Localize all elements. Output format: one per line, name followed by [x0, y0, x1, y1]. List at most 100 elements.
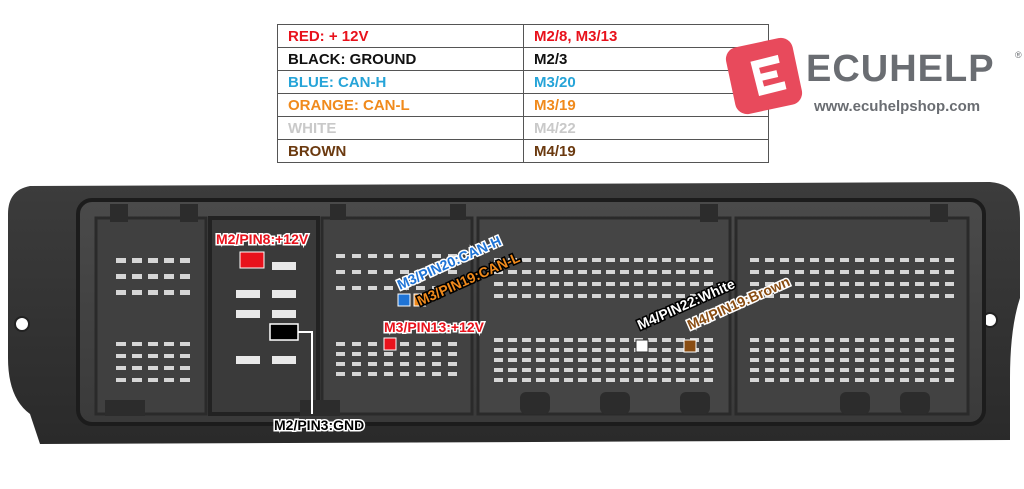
pin-cavity — [448, 286, 457, 290]
pin-cavity — [416, 372, 425, 376]
pin-cavity — [765, 270, 774, 274]
pin-cavity — [180, 354, 190, 358]
pin-cavity — [400, 342, 409, 346]
pin-cavity — [564, 368, 573, 372]
logo-registered-mark: ® — [1015, 50, 1022, 60]
pin-cavity — [164, 354, 174, 358]
pin-cavity — [648, 294, 657, 298]
pin-cavity — [180, 290, 190, 295]
pin-cavity — [508, 368, 517, 372]
pin-cavity — [606, 358, 615, 362]
pin-cavity — [795, 338, 804, 342]
pin-cavity — [368, 254, 377, 258]
pin-cavity — [930, 358, 939, 362]
pin-cavity — [780, 358, 789, 362]
pin-cavity — [634, 258, 643, 262]
pin-cavity — [825, 348, 834, 352]
pin-cavity — [795, 348, 804, 352]
pin-cavity — [825, 282, 834, 286]
pin-cavity — [536, 358, 545, 362]
pin-cavity — [352, 270, 361, 274]
pin-cavity — [620, 368, 629, 372]
pin-cavity — [825, 258, 834, 262]
pin-cavity — [522, 358, 531, 362]
pin-cavity — [750, 258, 759, 262]
pin-cavity — [690, 294, 699, 298]
pin-cavity — [690, 258, 699, 262]
pin-cavity — [704, 258, 713, 262]
pin-cavity — [522, 348, 531, 352]
pin-cavity — [810, 358, 819, 362]
logo-website-text: www.ecuhelpshop.com — [814, 98, 981, 115]
pin-cavity — [132, 354, 142, 358]
pin-cavity — [840, 368, 849, 372]
pin-cavity — [945, 358, 954, 362]
pin-cavity — [930, 368, 939, 372]
pin-cavity — [400, 372, 409, 376]
wire-color-cell: BLACK: GROUND — [277, 47, 524, 71]
pin-cavity — [945, 282, 954, 286]
pin-cavity — [606, 368, 615, 372]
pin-cavity — [870, 348, 879, 352]
pin-cavity — [810, 270, 819, 274]
pin-cavity — [336, 254, 345, 258]
pin-cavity — [536, 368, 545, 372]
pin-cavity-grid — [116, 254, 954, 382]
pin-cavity — [704, 358, 713, 362]
pin-cavity — [550, 282, 559, 286]
pin-cavity — [578, 270, 587, 274]
pin-cavity — [810, 258, 819, 262]
pin-cavity — [900, 282, 909, 286]
pin-cavity — [148, 366, 158, 370]
pin-cavity — [870, 358, 879, 362]
pin-cavity — [508, 294, 517, 298]
pin-cavity — [915, 282, 924, 286]
pin-cavity — [885, 368, 894, 372]
pin-cavity — [825, 294, 834, 298]
pin-cavity — [690, 282, 699, 286]
pin-cavity — [336, 362, 345, 366]
pin-cavity — [432, 372, 441, 376]
pin-cavity — [915, 258, 924, 262]
pin-cavity — [536, 282, 545, 286]
pin-cavity — [536, 258, 545, 262]
pin-cavity — [164, 258, 174, 263]
wire-pins-cell: M3/19 — [523, 93, 769, 117]
pin-cavity — [400, 362, 409, 366]
pin-cavity — [606, 294, 615, 298]
pin-cavity — [750, 270, 759, 274]
pin-cavity — [494, 358, 503, 362]
pin-cavity — [648, 348, 657, 352]
pin-cavity — [336, 286, 345, 290]
pin-cavity — [634, 378, 643, 382]
pin-cavity — [840, 378, 849, 382]
pin-cavity — [416, 286, 425, 290]
pin-cavity — [148, 290, 158, 295]
pin-cavity — [780, 348, 789, 352]
pin-cavity — [648, 358, 657, 362]
pin-cavity — [900, 358, 909, 362]
pin-cavity — [564, 294, 573, 298]
label-m2-pin3-gnd: M2/PIN3:GND — [274, 417, 364, 433]
pin-cavity — [336, 342, 345, 346]
pin-cavity — [780, 270, 789, 274]
pin-cavity — [578, 338, 587, 342]
pin-cavity — [180, 342, 190, 346]
pin-cavity — [368, 286, 377, 290]
pin-cavity — [648, 270, 657, 274]
pin-cavity — [662, 282, 671, 286]
pin-cavity — [704, 378, 713, 382]
wire-pins-cell: M2/8, M3/13 — [523, 24, 769, 48]
gnd-leader-line — [298, 331, 313, 414]
pin-cavity — [620, 348, 629, 352]
pin-cavity — [855, 338, 864, 342]
pin-cavity — [810, 282, 819, 286]
pin-cavity — [336, 352, 345, 356]
pin-cavity — [536, 348, 545, 352]
pin-cavity — [870, 368, 879, 372]
pin-cavity — [870, 282, 879, 286]
pin-cavity — [855, 358, 864, 362]
mounting-hole-left — [14, 316, 30, 332]
